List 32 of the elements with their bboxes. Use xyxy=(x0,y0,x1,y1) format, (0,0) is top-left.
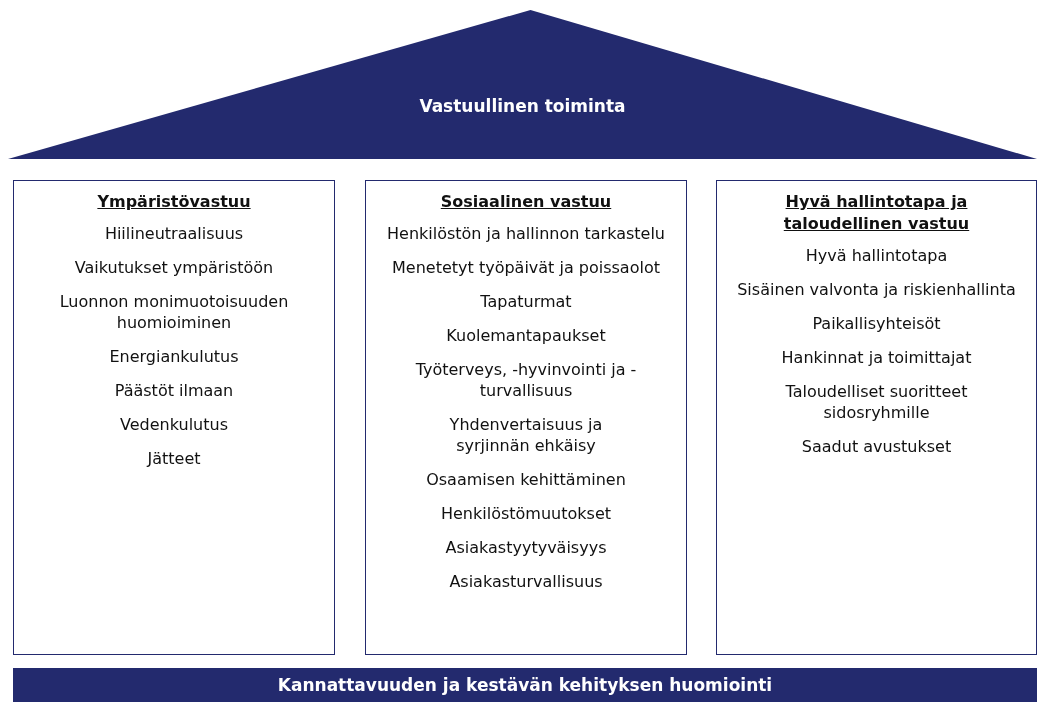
topic-item: Asiakasturvallisuus xyxy=(449,571,603,592)
topic-item: Tapaturmat xyxy=(480,291,572,312)
topic-item: Henkilöstön ja hallinnon tarkastelu xyxy=(387,223,665,244)
pillar-heading: Hyvä hallintotapa ja taloudellinen vastuu xyxy=(782,191,971,235)
pillar-panel xyxy=(365,180,687,655)
topic-item: Vaikutukset ympäristöön xyxy=(74,257,274,278)
pillar-panel xyxy=(716,180,1037,655)
topic-item: Henkilöstömuutokset xyxy=(441,503,611,524)
topic-item: Vedenkulutus xyxy=(120,414,228,435)
topic-item: Työterveys, -hyvinvointi ja -turvallisuus xyxy=(414,359,638,401)
pillar-panel xyxy=(13,180,335,655)
topic-item: Hiilineutraalisuus xyxy=(104,223,244,244)
foundation-bar xyxy=(13,668,1037,702)
topic-item: Kuolemantapaukset xyxy=(446,325,606,346)
topic-item: Sisäinen valvonta ja riskienhallinta xyxy=(737,279,1016,300)
foundation-title: Kannattavuuden ja kestävän kehityksen huomiointi xyxy=(277,675,773,695)
topic-item: Asiakastyytyväisyys xyxy=(445,537,607,558)
topic-item: Päästöt ilmaan xyxy=(114,380,234,401)
topic-item: Hyvä hallintotapa xyxy=(805,245,948,266)
topic-item: Menetetyt työpäivät ja poissaolot xyxy=(392,257,660,278)
topic-item: Hankinnat ja toimittajat xyxy=(781,347,972,368)
pillar-heading: Sosiaalinen vastuu xyxy=(440,191,612,213)
topic-item: Yhdenvertaisuus ja syrjinnän ehkäisy xyxy=(448,414,604,456)
roof-title: Vastuullinen toiminta xyxy=(418,96,627,116)
topic-item: Taloudelliset suoritteet sidosryhmille xyxy=(784,381,969,423)
topic-item: Jätteet xyxy=(147,448,201,469)
topic-item: Energiankulutus xyxy=(109,346,239,367)
pillar-heading: Ympäristövastuu xyxy=(97,191,251,213)
topic-item: Saadut avustukset xyxy=(801,436,952,457)
topic-item: Luonnon monimuotoisuuden huomioiminen xyxy=(58,291,290,333)
topic-item: Paikallisyhteisöt xyxy=(812,313,941,334)
topic-item: Osaamisen kehittäminen xyxy=(426,469,626,490)
